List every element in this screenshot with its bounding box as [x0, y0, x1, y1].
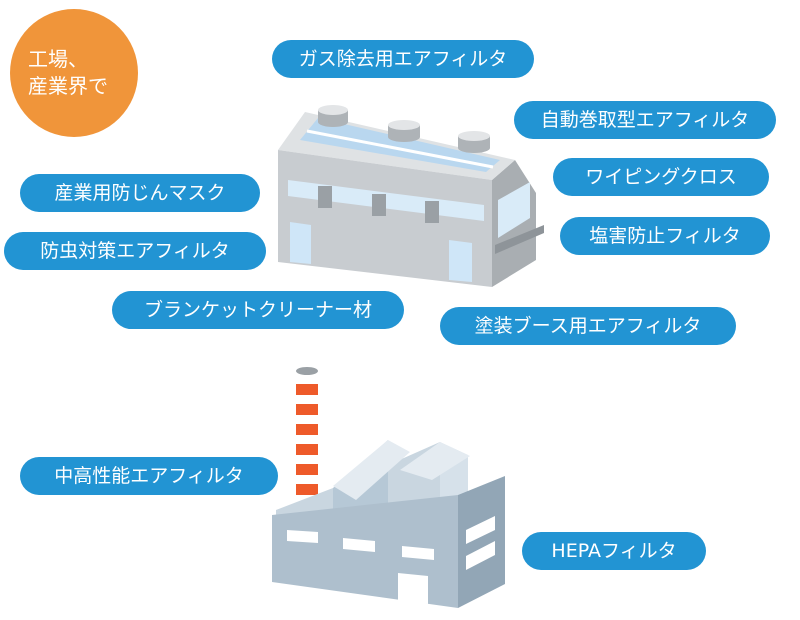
label-auto-roll-filter[interactable]: 自動巻取型エアフィルタ: [514, 101, 776, 139]
vent: [318, 186, 332, 208]
label-gas-filter[interactable]: ガス除去用エアフィルタ: [272, 40, 534, 78]
side-window: [466, 541, 495, 570]
building-front-wall: [278, 150, 492, 287]
label-paint-booth-filter[interactable]: 塗装ブース用エアフィルタ: [440, 307, 736, 345]
door-left: [290, 222, 311, 264]
label-blanket-material[interactable]: ブランケットクリーナー材: [112, 291, 404, 329]
roof-tank: [388, 120, 420, 142]
side-window: [466, 516, 495, 544]
window: [402, 546, 434, 560]
roof-tank: [458, 131, 490, 153]
side-canopy: [495, 225, 544, 254]
label-hepa-filter[interactable]: HEPAフィルタ: [522, 532, 706, 570]
window: [287, 530, 318, 543]
category-badge: 工場、 産業界で: [10, 9, 138, 137]
chimney: [296, 367, 318, 500]
factory-side-wall: [458, 476, 505, 608]
label-insect-filter[interactable]: 防虫対策エアフィルタ: [4, 232, 266, 270]
side-window: [498, 182, 530, 238]
roof-tank: [318, 105, 348, 127]
label-dust-mask[interactable]: 産業用防じんマスク: [20, 174, 260, 212]
badge-line-1: 工場、: [28, 47, 88, 71]
label-salt-filter[interactable]: 塩害防止フィルタ: [560, 217, 770, 255]
factory-building-icon: [278, 105, 544, 287]
factory-door: [398, 573, 428, 604]
factory-with-chimney-icon: [272, 367, 505, 608]
window: [343, 538, 375, 552]
label-wiping-cloth[interactable]: ワイピングクロス: [553, 158, 769, 196]
label-medium-filter[interactable]: 中高性能エアフィルタ: [20, 457, 278, 495]
badge-line-2: 産業界で: [28, 74, 108, 98]
door-right: [449, 240, 472, 282]
vent: [372, 194, 386, 216]
vent: [425, 201, 439, 223]
